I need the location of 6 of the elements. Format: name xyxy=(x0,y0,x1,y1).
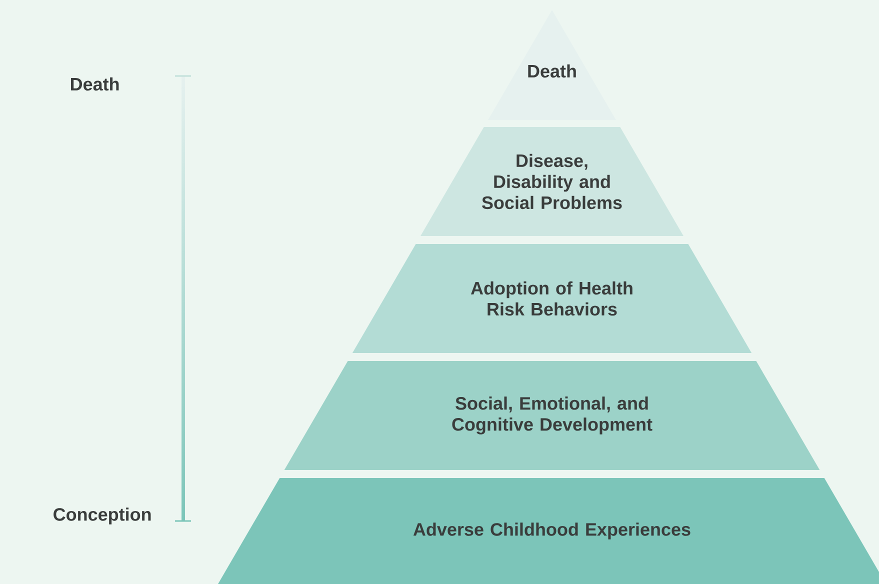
pyramid-band: Death xyxy=(488,10,616,120)
scale-label: Conception xyxy=(54,508,151,524)
pyramid-band: Adoption of Health Risk Behaviors xyxy=(352,244,752,353)
pyramid-band: Disease, Disability and Social Problems xyxy=(420,127,684,236)
pyramid-band: Social, Emotional, and Cognitive Development xyxy=(284,361,820,470)
scale-label: Death xyxy=(71,77,119,91)
